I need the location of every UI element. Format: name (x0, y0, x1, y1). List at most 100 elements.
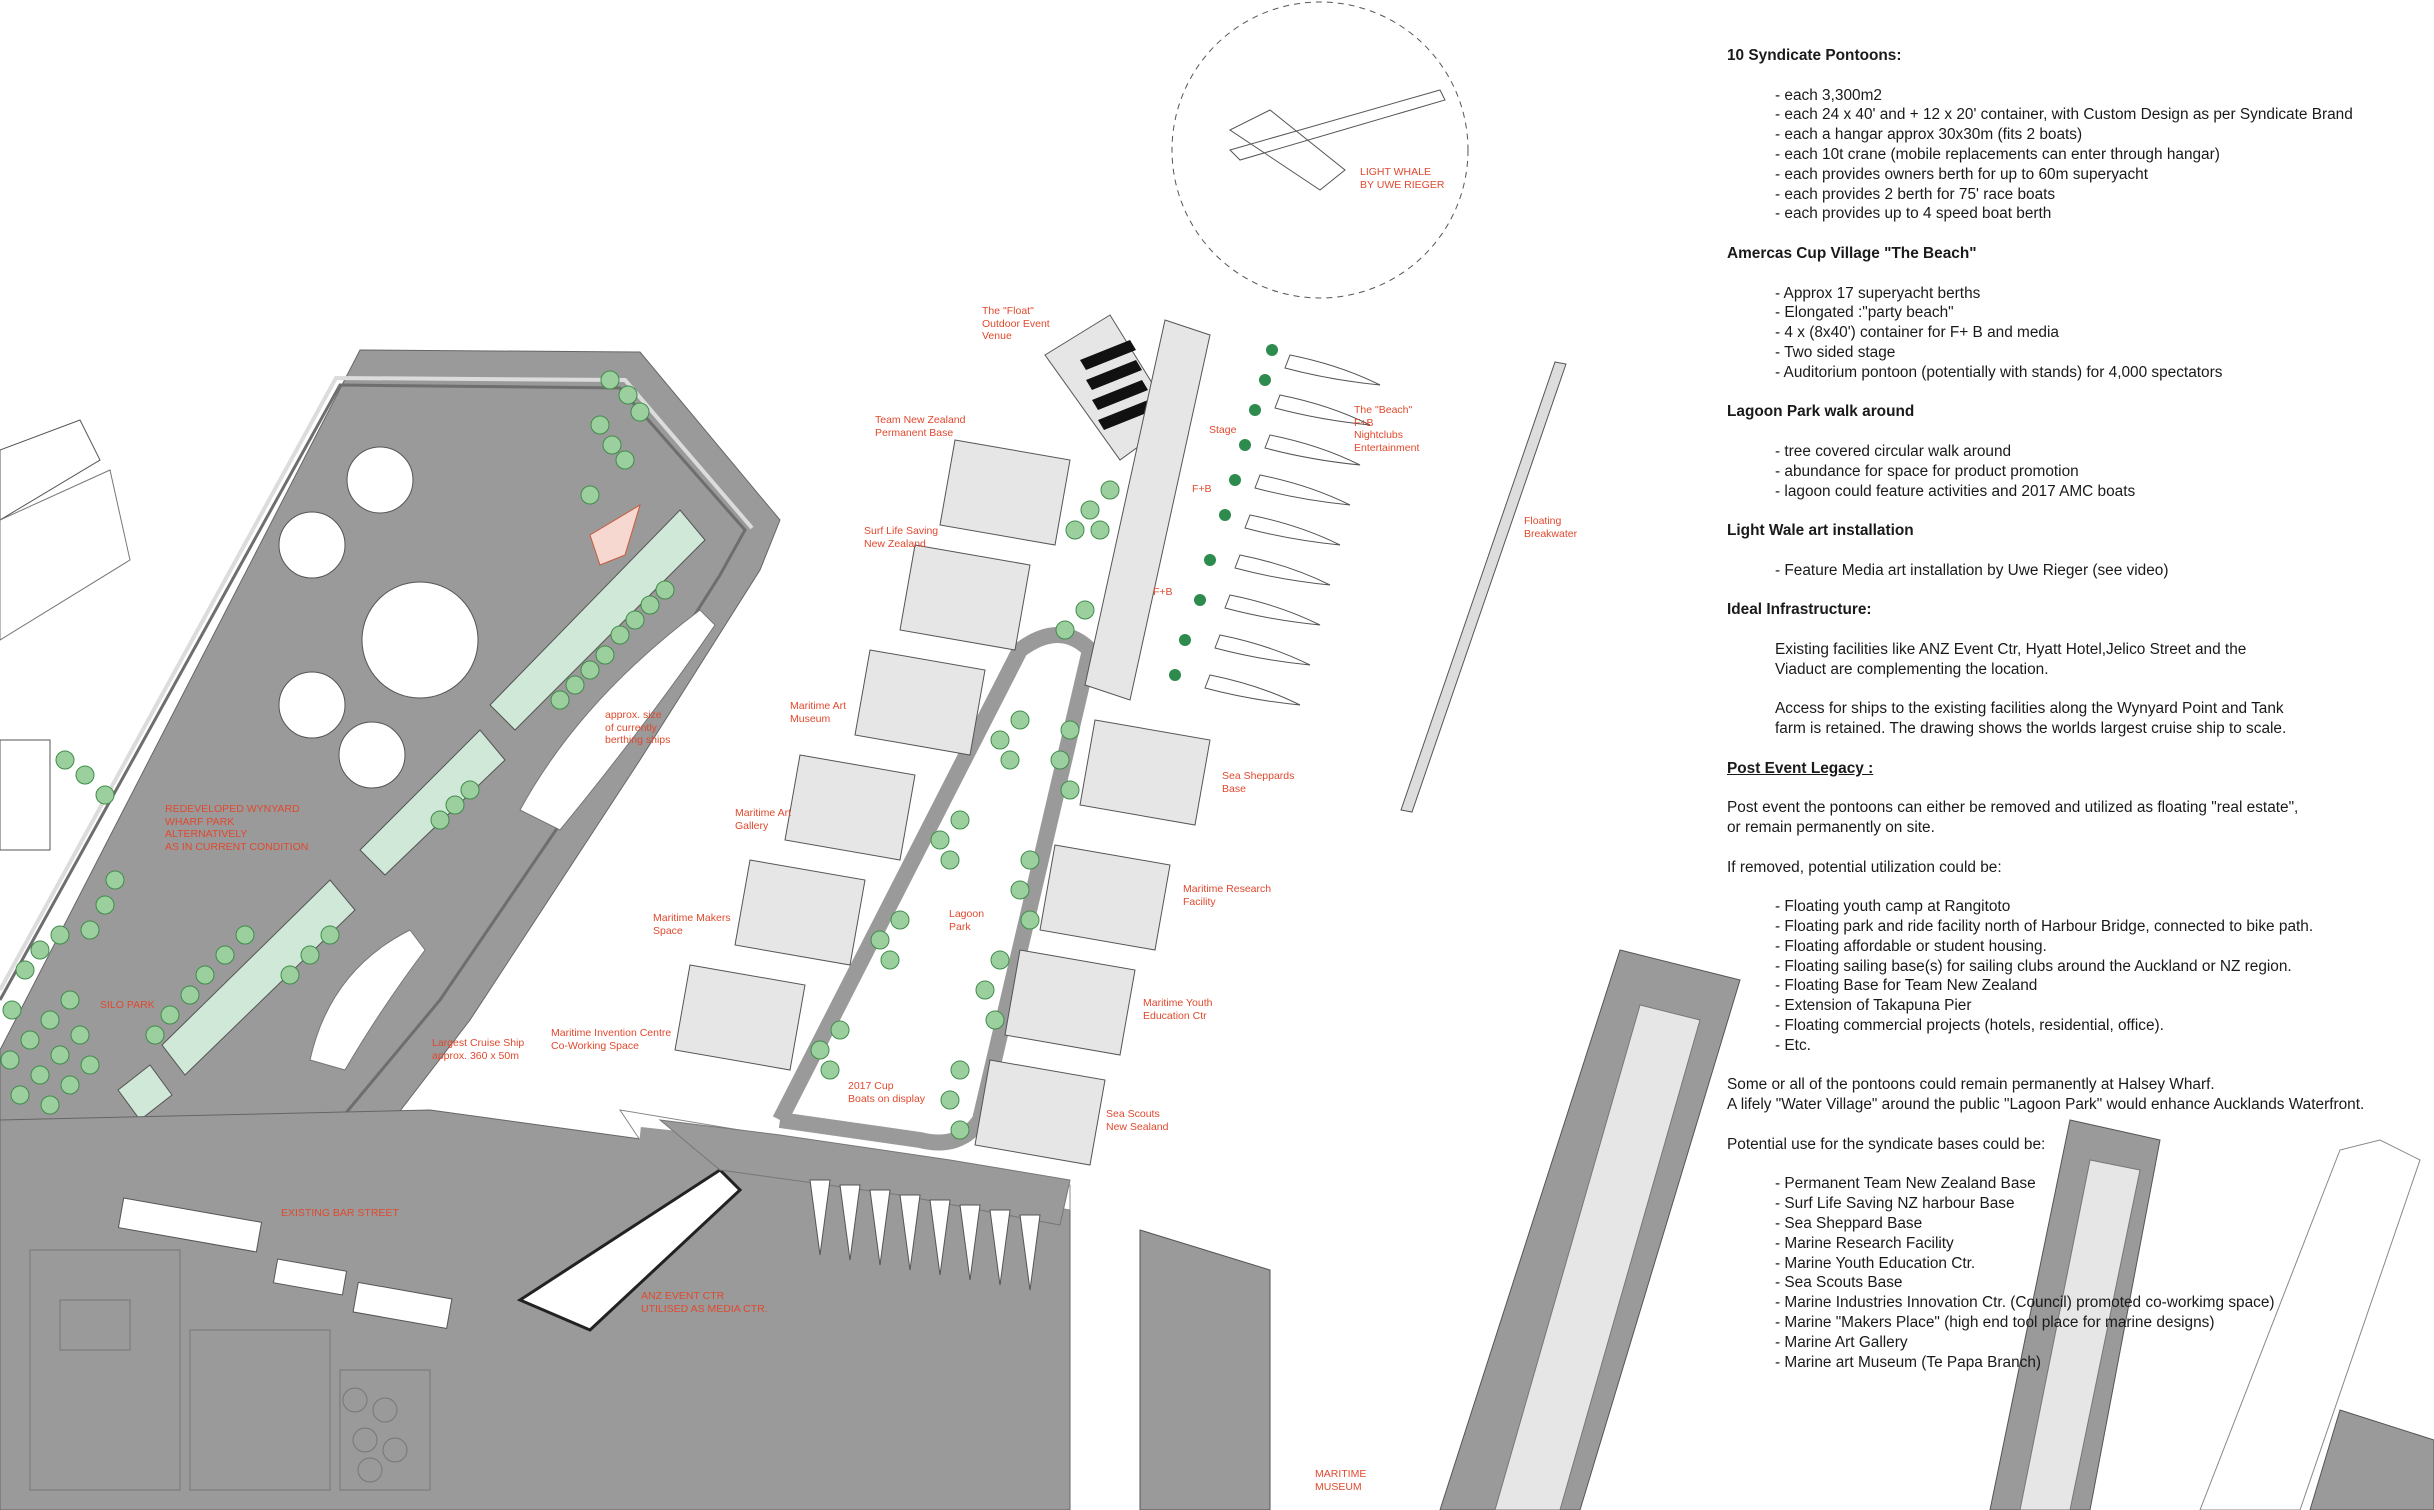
para-infrastructure-2: Access for ships to the existing facilit… (1775, 700, 2287, 738)
label-lagoon-park: Lagoon Park (949, 908, 985, 933)
heading-syndicate-pontoons: 10 Syndicate Pontoons: (1727, 47, 1902, 64)
list-item: - Floating affordable or student housing… (1775, 937, 2047, 955)
bar-street-buildings (117, 1197, 263, 1253)
cup-boats (809, 1179, 1041, 1291)
list-cup-village: - Approx 17 superyacht berths - Elongate… (1727, 284, 2417, 383)
label-fb-1: F+B (1192, 483, 1212, 495)
tank (361, 581, 479, 699)
list-item: - Etc. (1775, 1036, 1811, 1054)
list-item: - Marine Youth Education Ctr. (1775, 1254, 1976, 1272)
cruise-ship (309, 929, 426, 1071)
para-legacy-3: Some or all of the pontoons could remain… (1727, 1076, 2365, 1114)
float-screens (1080, 340, 1154, 430)
label-sea-scouts: Sea Scouts New Sealand (1106, 1108, 1169, 1133)
tank (338, 721, 406, 789)
list-item: - each provides owners berth for up to 6… (1775, 165, 2148, 183)
label-light-whale: LIGHT WHALE BY UWE RIEGER (1360, 166, 1445, 191)
list-item: - Floating commercial projects (hotels, … (1775, 1017, 2164, 1035)
pontoon-left (674, 439, 1071, 1071)
label-silo-park: SILO PARK (100, 999, 155, 1011)
heading-lagoon-park: Lagoon Park walk around (1727, 403, 1915, 421)
park-building (117, 1064, 173, 1121)
list-item: - Permanent Team New Zealand Base (1775, 1175, 2036, 1193)
anz-event-ctr (516, 1168, 743, 1332)
list-item: - Sea Scouts Base (1775, 1274, 1903, 1292)
heading-light-wale: Light Wale art installation (1727, 522, 1914, 540)
list-item: - Two sided stage (1775, 343, 1896, 361)
tank (278, 671, 346, 739)
label-research-facility: Maritime Research Facility (1183, 883, 1272, 908)
floating-breakwater (1400, 361, 1567, 813)
list-item: - Sea Sheppard Base (1775, 1215, 1923, 1233)
museum-wharf (1139, 1229, 1271, 1510)
list-item: - abundance for space for product promot… (1775, 462, 2079, 480)
para-infrastructure-1: Existing facilities like ANZ Event Ctr, … (1775, 640, 2247, 678)
label-cup-boats: 2017 Cup Boats on display (848, 1080, 926, 1105)
label-sea-sheppards: Sea Sheppards Base (1222, 770, 1295, 795)
list-item: - Floating Base for Team New Zealand (1775, 977, 2038, 995)
label-wynyard-park: REDEVELOPED WYNYARD WHARF PARK ALTERNATI… (165, 803, 309, 853)
list-lagoon-park: - tree covered circular walk around - ab… (1727, 442, 2417, 501)
pontoon-trees (810, 480, 1120, 1140)
list-item: - Floating sailing base(s) for sailing c… (1775, 957, 2292, 975)
list-syndicate-pontoons: - each 3,300m2 - each 24 x 40' and + 12 … (1727, 86, 2417, 225)
heading-cup-village: Amercas Cup Village "The Beach" (1727, 244, 1977, 262)
label-fb-2: F+B (1153, 586, 1173, 598)
para-legacy-2: If removed, potential utilization could … (1727, 858, 2002, 876)
list-item: - Marine Industries Innovation Ctr. (Cou… (1775, 1294, 2275, 1312)
park-building (161, 879, 356, 1076)
berthing-ship (519, 609, 716, 831)
label-bar-street: EXISTING BAR STREET (281, 1207, 399, 1219)
pontoon-right (974, 719, 1211, 1166)
label-invention-centre: Maritime Invention Centre Co-Working Spa… (551, 1027, 672, 1052)
label-maritime-museum: MARITIME MUSEUM (1315, 1468, 1367, 1493)
tank (278, 511, 346, 579)
label-breakwater: Floating Breakwater (1524, 515, 1578, 540)
list-item: - each a hangar approx 30x30m (fits 2 bo… (1775, 126, 2083, 144)
list-item: - Approx 17 superyacht berths (1775, 284, 1981, 302)
list-item: - Feature Media art installation by Uwe … (1775, 561, 2169, 579)
label-float-venue: The "Float" Outdoor Event Venue (982, 305, 1050, 342)
light-whale (1229, 89, 1446, 161)
list-item: - Surf Life Saving NZ harbour Base (1775, 1195, 2015, 1213)
beach-pontoon (1084, 319, 1211, 701)
list-light-wale: - Feature Media art installation by Uwe … (1727, 561, 2417, 581)
list-item: - 4 x (8x40') container for F+ B and med… (1775, 324, 2059, 342)
list-item: - Extension of Takapuna Pier (1775, 997, 1972, 1015)
light-whale-circle (1171, 1, 1469, 299)
list-item: - each provides up to 4 speed boat berth (1775, 205, 2052, 223)
label-art-gallery: Maritime Art Gallery (735, 807, 792, 832)
label-team-nz: Team New Zealand Permanent Base (875, 414, 966, 439)
list-legacy-uses: - Floating youth camp at Rangitoto - Flo… (1727, 897, 2417, 1055)
list-item: - Floating park and ride facility north … (1775, 918, 2314, 936)
list-item: - Marine "Makers Place" (high end tool p… (1775, 1314, 2215, 1331)
label-anz-event-ctr: ANZ EVENT CTR UTILISED AS MEDIA CTR. (641, 1290, 768, 1315)
label-berthing-ships: approx. size of currently berthing ships (605, 709, 671, 746)
list-item: - each 10t crane (mobile replacements ca… (1775, 145, 2220, 163)
para-legacy-4: Potential use for the syndicate bases co… (1727, 1135, 2046, 1153)
list-item: - Floating youth camp at Rangitoto (1775, 898, 2011, 916)
label-stage: Stage (1209, 424, 1237, 436)
para-legacy-1: Post event the pontoons can either be re… (1727, 799, 2299, 837)
label-surf-life: Surf Life Saving New Zealand (864, 525, 939, 550)
walk-loop (772, 627, 1098, 1151)
heading-post-event-legacy: Post Event Legacy : (1727, 759, 1874, 777)
wynyard-road (0, 383, 747, 1121)
tree-row (0, 370, 675, 1115)
list-item: - Marine Art Gallery (1775, 1333, 1908, 1351)
label-the-beach: The "Beach" F+B Nightclubs Entertainment (1354, 404, 1420, 454)
tank (346, 446, 414, 514)
list-item: - Marine art Museum (Te Papa Branch) (1775, 1353, 2042, 1371)
list-item: - each provides 2 berth for 75' race boa… (1775, 185, 2056, 203)
label-makers-space: Maritime Makers Space (653, 912, 731, 937)
list-item: - Auditorium pontoon (potentially with s… (1775, 363, 2223, 381)
notes-panel: 10 Syndicate Pontoons: - each 3,300m2 - … (1727, 46, 2417, 1372)
list-item: - Elongated :"party beach" (1775, 304, 1954, 322)
list-item: - each 24 x 40' and + 12 x 20' container… (1775, 106, 2353, 124)
list-item: - tree covered circular walk around (1775, 442, 2012, 460)
superyacht-berths (1204, 354, 1381, 706)
beach-trees (1169, 344, 1278, 681)
label-cruise-ship: Largest Cruise Ship approx. 360 x 50m (432, 1037, 525, 1062)
park-building (359, 729, 506, 876)
list-syndicate-base-uses: - Permanent Team New Zealand Base - Surf… (1727, 1174, 2417, 1372)
